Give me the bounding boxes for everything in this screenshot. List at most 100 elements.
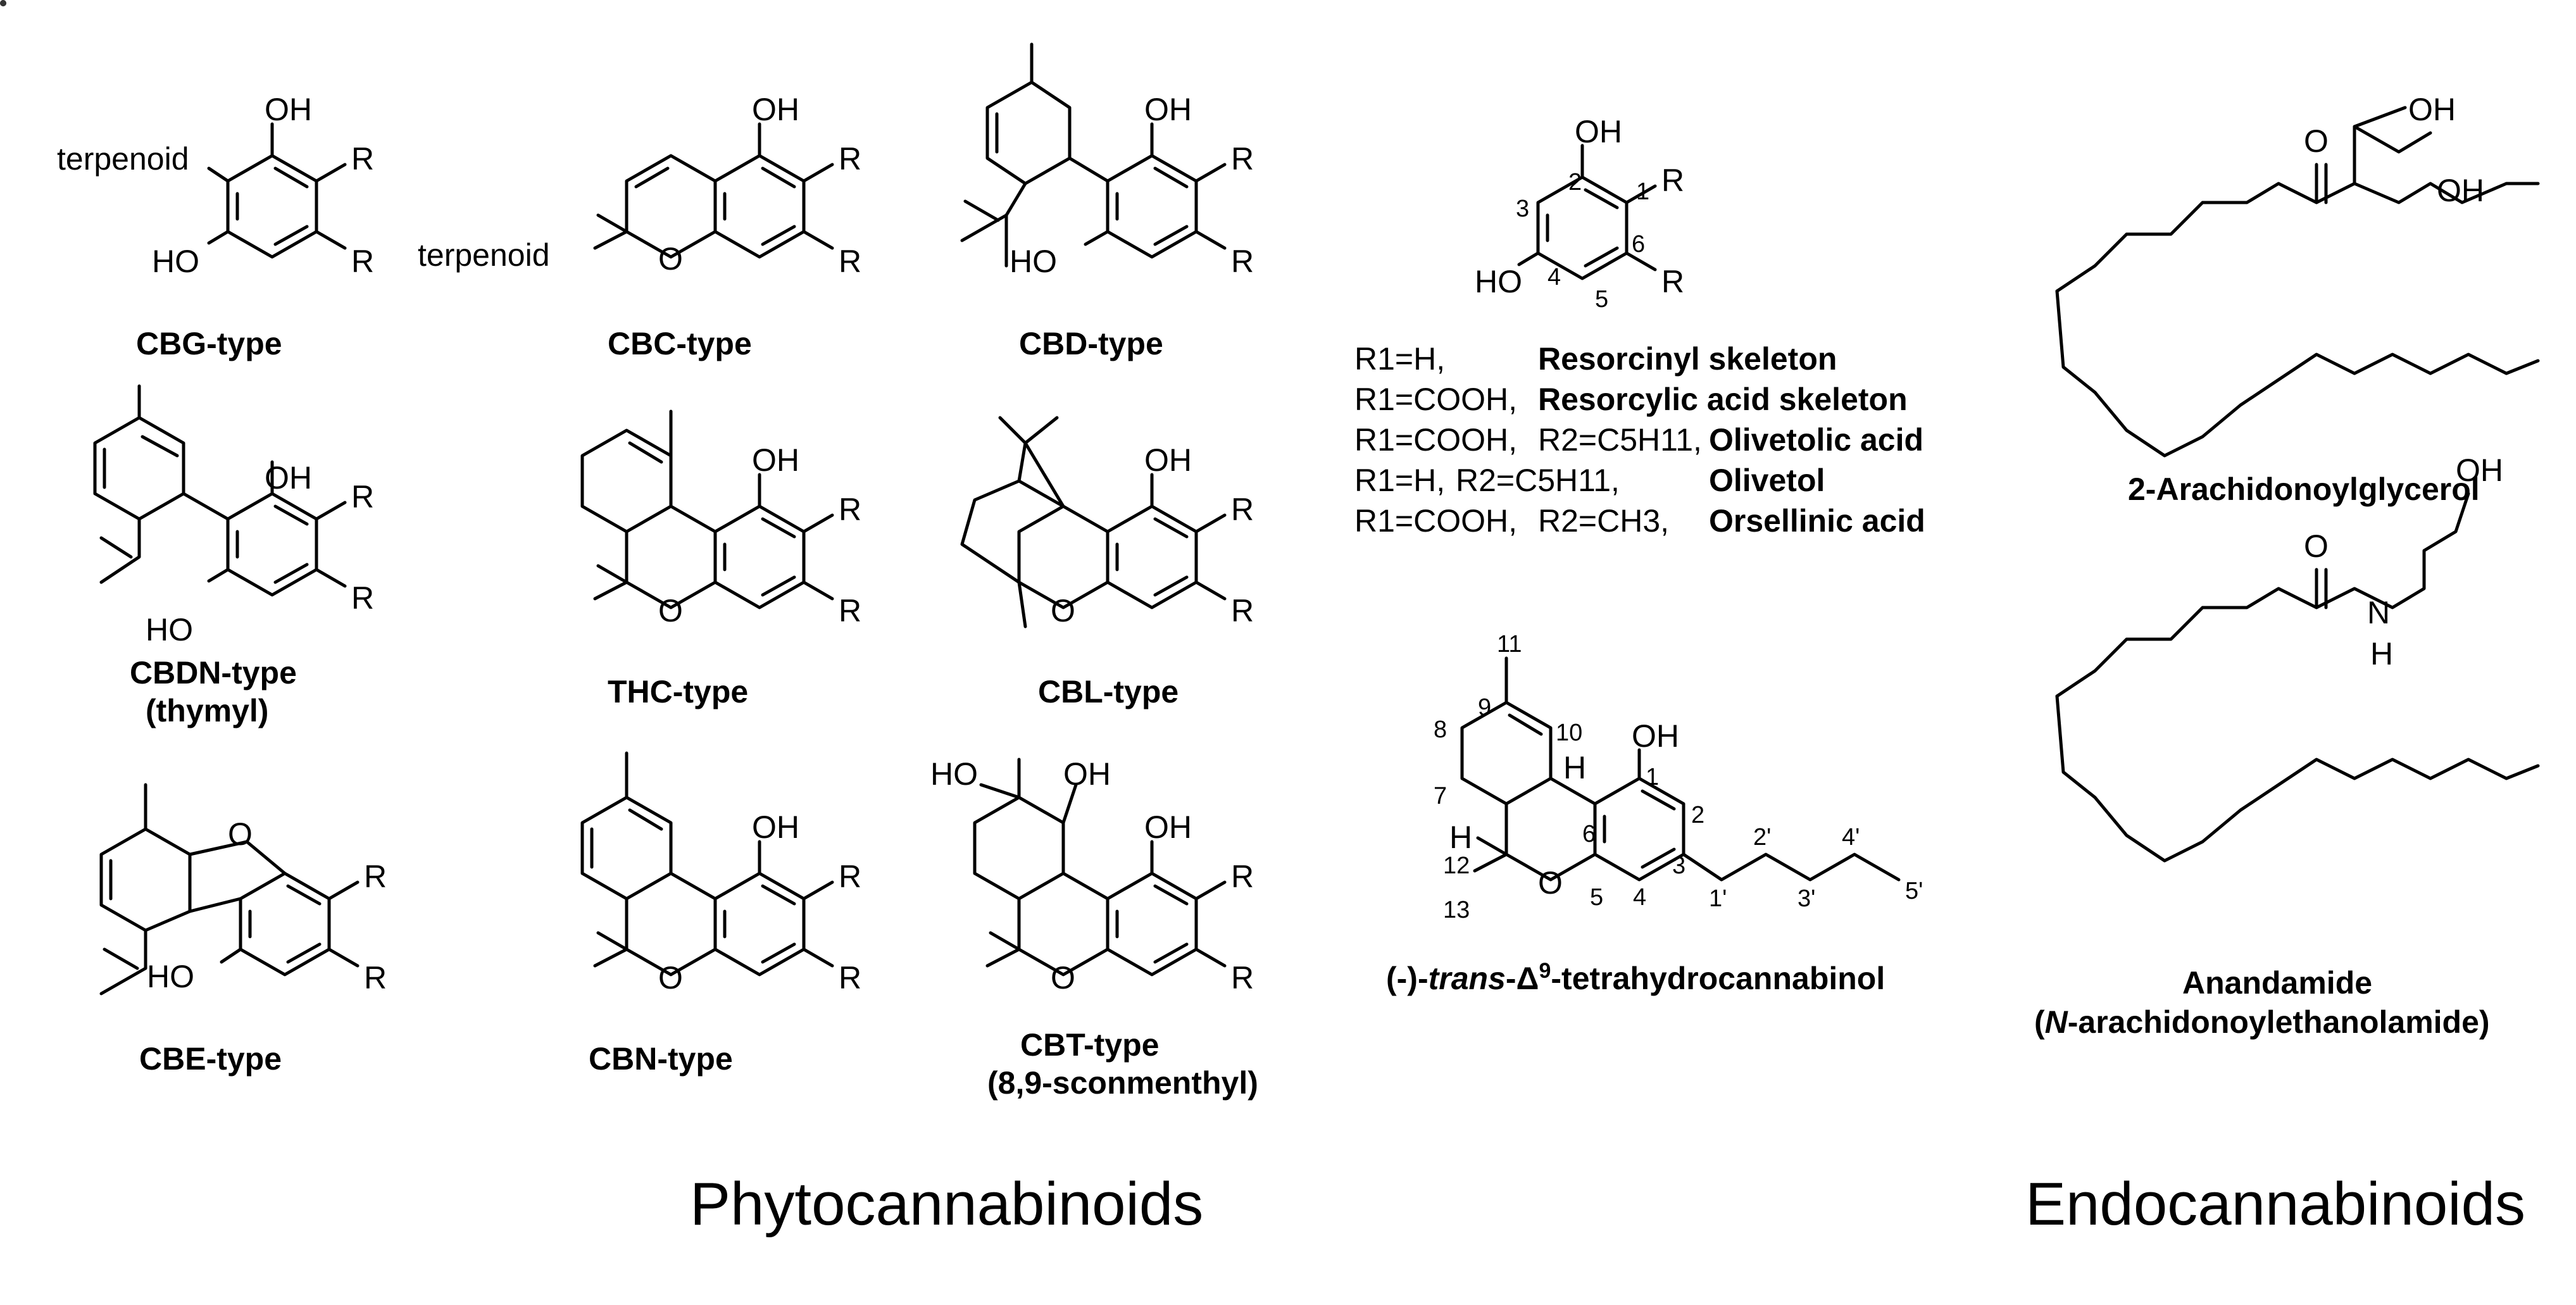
ho-label: HO [1475,264,1522,299]
thc-number: 12 [1443,852,1470,879]
r-label: R [839,244,861,279]
thc-number: 11 [1497,631,1522,658]
r-label: R [839,141,861,177]
ho-label: HO [1010,244,1057,279]
thc-number: 4 [1633,884,1646,911]
legend-r2: R2=CH3, [1538,503,1669,539]
thc-number: 5' [1905,878,1923,904]
r-label: R [351,244,374,279]
legend-r1: R1=COOH, [1354,503,1517,539]
legend-r1: R1=COOH, [1354,422,1517,458]
r-label: R [839,859,861,894]
cbe-caption: CBE-type [139,1041,282,1077]
ho-label: HO [147,959,194,994]
cbc-structure: OH O R R terpenoid CBC-type [418,92,861,361]
phytocannabinoids-title: Phytocannabinoids [690,1170,1204,1238]
delta9-thc-caption: (-)-trans-Δ9-tetrahydrocannabinol [1386,959,1885,996]
thc-number: 3' [1798,885,1815,912]
thc-number: 5 [1590,884,1603,911]
o-label: O [2304,528,2329,564]
thc-type-structure: OH O R R THC-type [580,409,861,709]
skeleton-structure: OH R R HO 1 2 3 4 5 6 [1475,114,1684,313]
terpenoid-label: terpenoid [57,141,189,177]
legend: R1=H, Resorcinyl skeleton R1=COOH, Resor… [1354,341,1925,539]
cbdn-caption-sub: (thymyl) [146,693,268,728]
thc-number: 13 [1443,897,1470,923]
r-label: R [839,960,861,996]
legend-r1: R1=COOH, [1354,382,1517,417]
skeleton-number: 6 [1632,231,1645,258]
legend-name: Olivetol [1709,463,1825,498]
cbdn-structure: OH R R HO CBDN-type (thymyl) [93,384,374,728]
oh-label: OH [2408,92,2456,127]
thc-type-caption: THC-type [608,674,748,709]
skeleton-number: 4 [1547,264,1561,290]
r-label: R [351,141,374,177]
cbn-caption: CBN-type [589,1041,733,1077]
r-label: R [839,593,861,628]
thc-number: 7 [1434,783,1447,809]
o-label: O [658,593,683,628]
legend-name: Olivetolic acid [1709,422,1923,458]
skeleton-number: 5 [1595,286,1608,313]
cbt-structure: HO OH OH O R R CBT-type (8,9-sconmenthyl… [930,756,1258,1101]
r-label: R [1231,492,1254,527]
legend-r1: R1=H, [1354,341,1445,377]
o-label: O [2304,123,2329,159]
thc-number: 1 [1646,764,1659,790]
r-label: R [1231,960,1254,996]
r-label: R [1661,163,1684,198]
oh-label: OH [1632,718,1679,754]
oh-label: OH [2437,173,2484,208]
cbdn-caption: CBDN-type [130,655,297,690]
r-label: R [364,960,387,996]
cbt-caption: CBT-type [1020,1027,1159,1063]
legend-name: Resorcylic acid skeleton [1538,382,1908,417]
o-label: O [1538,865,1563,901]
delta9-thc-structure: OH O H H 11 9 10 8 7 12 13 1 2 3 4 5 6 1… [1386,631,1923,996]
oh-label: OH [2456,453,2503,488]
h-label: H [1449,820,1472,855]
r-label: R [1661,264,1684,299]
oh-label: OH [752,442,799,478]
cbt-caption-sub: (8,9-sconmenthyl) [987,1065,1258,1101]
thc-number: 1' [1709,885,1727,912]
legend-r2: R2=C5H11, [1538,422,1702,458]
o-label: O [658,960,683,996]
r-label: R [1231,859,1254,894]
o-label: O [1051,960,1075,996]
skeleton-number: 3 [1516,196,1529,222]
o-label: O [658,241,683,277]
o-label: O [1051,593,1075,628]
cbl-caption: CBL-type [1038,674,1179,709]
oh-label: OH [265,460,312,496]
terpenoid-label: terpenoid [418,237,550,273]
skeleton-number: 2 [1568,169,1582,196]
aea-caption-sub: (N-arachidonoylethanolamide) [2034,1004,2490,1040]
r-label: R [1231,141,1254,177]
ho-label: HO [152,244,199,279]
endocannabinoids-title: Endocannabinoids [2025,1170,2525,1238]
oh-label: OH [1144,809,1192,845]
cbc-caption: CBC-type [608,326,752,361]
r-label: R [351,580,374,616]
cbn-structure: OH O R R CBN-type [580,751,861,1077]
thc-number: 2' [1753,824,1771,851]
legend-name: Resorcinyl skeleton [1538,341,1837,377]
thc-number: 3 [1672,852,1685,879]
oh-label: OH [1144,442,1192,478]
skeleton-number: 1 [1636,178,1649,205]
h-label: H [1563,750,1586,785]
endocannabinoids-panel [0,0,6,6]
oh-label: OH [1575,114,1622,149]
legend-r1: R1=H, [1354,463,1445,498]
thc-number: 9 [1478,694,1491,721]
oh-label: OH [1144,92,1192,127]
cbd-structure: OH R R HO CBD-type [960,42,1254,361]
ho-label: HO [930,756,978,792]
ag-structure: O OH OH 2-Arachidonoylglycerol [2055,92,2540,507]
r-label: R [839,492,861,527]
thc-number: 6 [1582,821,1596,847]
cbg-caption: CBG-type [136,326,282,361]
